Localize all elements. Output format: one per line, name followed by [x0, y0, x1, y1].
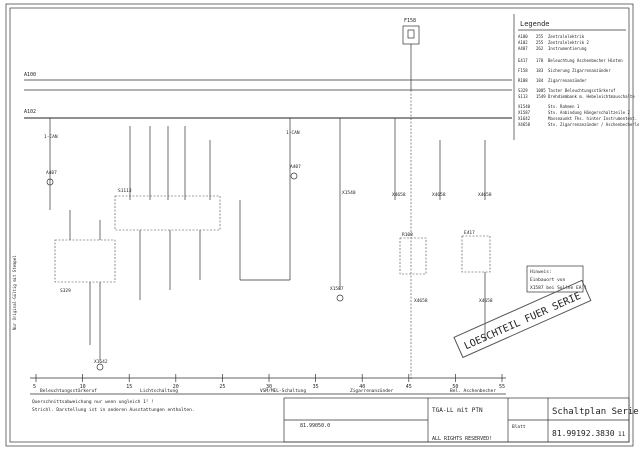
section-label: Beleuchtungsstärkeruf [40, 388, 97, 394]
legend-num: 183 [536, 68, 544, 73]
variant-label: TGA-LL mit PTN [432, 407, 483, 414]
legend-code: F158 [518, 68, 528, 73]
column-number: 55 [499, 384, 505, 390]
e417-label: E417 [464, 230, 475, 236]
sheet-number: 11 [618, 431, 626, 438]
r108-label: R108 [402, 232, 413, 238]
legend-text: Zentralelektrik 2 [548, 40, 590, 45]
column-number: 20 [173, 384, 179, 390]
section-label: VSM/MEL-Schaltung [260, 388, 306, 394]
fuse-label: F158 [404, 18, 416, 24]
s1113-label: S1113 [118, 188, 132, 194]
switch-s329-box [54, 239, 116, 283]
rail-a100-label: A100 [24, 72, 36, 78]
legend-title: Legende [520, 20, 550, 28]
x1540-label: X1540 [342, 190, 356, 196]
legend-num: 255 [536, 40, 544, 45]
rights-label: ALL RIGHTS RESERVED! [432, 436, 492, 442]
legend-code: A407 [518, 46, 528, 51]
connector-x1587 [336, 294, 344, 302]
switch-s1113-box [114, 195, 221, 231]
x4658-label-a: X4658 [392, 192, 406, 198]
fuse-element [407, 29, 415, 39]
column-number: 5 [33, 384, 36, 390]
legend-text: Beleuchtung Aschenbecher Hinten [548, 58, 623, 63]
legend-code: S113 [518, 94, 528, 99]
hint-line-3: X1587 bei Sollen EA 1 [530, 285, 587, 291]
a407-label-2: A407 [290, 164, 301, 170]
ground-x1642 [96, 363, 104, 371]
column-number: 10 [80, 384, 86, 390]
stamp-border [453, 279, 592, 359]
legend-text: Taster Beleuchtungsstärkeruf [548, 88, 616, 93]
connector-a407-1 [46, 178, 54, 186]
legend-code: S329 [518, 88, 528, 93]
sheet-frame [5, 3, 634, 447]
legend-code: X1540 [518, 104, 531, 109]
legend-text: Zentralelektrik [548, 34, 585, 39]
drawing-title: Schaltplan Serie [552, 407, 639, 417]
can-label-2: 1-CAN [286, 130, 300, 136]
section-labels: Beleuchtungsstärkeruf Lichtschaltung VSM/M… [40, 388, 496, 394]
legend-code: X4658 [518, 122, 531, 127]
note-1: Querschnittsabweichung nur wenn ungleich… [32, 399, 154, 405]
side-text: Nur Original-Gültig mit Stempel [12, 255, 17, 330]
can-label-1: 1-CAN [44, 134, 58, 140]
inner-frame [9, 7, 630, 443]
legend-code: A102 [518, 40, 528, 45]
lamp-e417 [461, 235, 491, 273]
section-label: Zigarrenanzünder [350, 388, 394, 394]
legend-code: X1587 [518, 110, 531, 115]
cigar-lighter-r108 [399, 237, 427, 275]
legend-text: Drehdimmbank m. Hebeleichtmauschalte [548, 94, 635, 99]
hint-line-2: Einbauort von [530, 277, 566, 283]
fuse-f158 [402, 25, 420, 45]
a407-label-1: A407 [46, 170, 57, 176]
legend-num: 1085 [536, 88, 546, 93]
legend-text: Instrumentierung [548, 46, 587, 51]
x1642-label: X1642 [94, 359, 108, 365]
column-number: 35 [313, 384, 319, 390]
legend-text: Zigarrenanzünder [548, 78, 587, 83]
s329-label: S329 [60, 288, 71, 294]
legend-num: 255 [536, 34, 544, 39]
section-label: Bel. Aschenbecher [450, 388, 496, 394]
column-number: 30 [266, 384, 272, 390]
column-number: 15 [126, 384, 132, 390]
legend-num: 184 [536, 78, 544, 83]
rail-a102-label: A102 [24, 109, 36, 115]
legend-code: R108 [518, 78, 528, 83]
drawing-number: 81.99192.3830 [552, 429, 615, 438]
x4658-label-d: X4658 [414, 298, 428, 304]
legend-code: X1642 [518, 116, 531, 121]
legend-text: Masseaunkt Fhs. hinter Instrumentent. [548, 116, 637, 121]
column-number: 40 [359, 384, 365, 390]
legend-text: Stv. Rahmen 1 [548, 104, 580, 109]
legend-num: 178 [536, 58, 544, 63]
legend-num: 262 [536, 46, 544, 51]
legend-text: Sicherung Zigarrenanzünder [548, 68, 611, 73]
column-number: 50 [452, 384, 458, 390]
legend-num: 1549 [536, 94, 546, 99]
section-label: Lichtschaltung [140, 388, 178, 394]
hint-line-1: Hinweis: [530, 269, 552, 275]
legend-code: A100 [518, 34, 528, 39]
sheet-label: Blatt [512, 424, 526, 430]
note-2: Strichl. Darstellung ist in anderen Auss… [32, 407, 195, 413]
column-number: 25 [219, 384, 225, 390]
revision-number: 81.99050.0 [300, 423, 330, 429]
legend-text: Stv. Anbindung Hängerschaltzeile 2 [548, 110, 630, 115]
connector-a407-2 [290, 172, 298, 180]
legend-code: E417 [518, 58, 528, 63]
column-scale: 5 10 15 20 25 30 35 40 45 50 55 [33, 374, 505, 390]
legend-text: Stv. Zigarrenanzünder / Aschenbecherlek. [548, 122, 639, 127]
x1587-label: X1587 [330, 286, 344, 292]
x4658-label-e: X4658 [479, 298, 493, 304]
x4658-label-b: X4658 [432, 192, 446, 198]
column-number: 45 [406, 384, 412, 390]
x4658-label-c: X4658 [478, 192, 492, 198]
